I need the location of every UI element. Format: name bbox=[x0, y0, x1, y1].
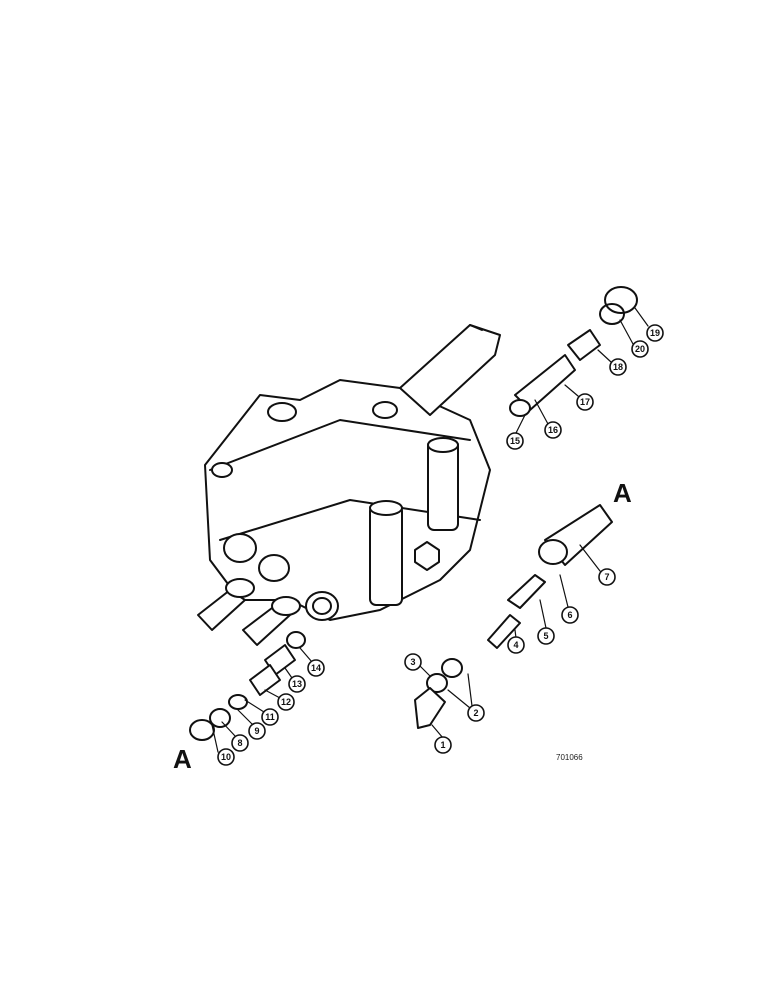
callout-circle bbox=[544, 421, 562, 439]
callout-4: 4 bbox=[507, 636, 525, 654]
callout-label: 4 bbox=[513, 640, 518, 650]
left-relief-parts bbox=[189, 631, 306, 741]
callout-label: 16 bbox=[548, 425, 558, 435]
callout-16: 16 bbox=[544, 421, 562, 439]
callout-circle bbox=[576, 393, 594, 411]
callout-label: 17 bbox=[580, 397, 590, 407]
callout-circle bbox=[288, 675, 306, 693]
drawing-code: 701066 bbox=[556, 753, 583, 762]
callout-10: 10 bbox=[217, 748, 235, 766]
callout-label: 7 bbox=[604, 572, 609, 582]
callout-11: 11 bbox=[261, 708, 279, 726]
callout-label: 14 bbox=[311, 663, 321, 673]
callout-14: 14 bbox=[307, 659, 325, 677]
callout-circle bbox=[467, 704, 485, 722]
callout-15: 15 bbox=[506, 432, 524, 450]
callout-8: 8 bbox=[231, 734, 249, 752]
callout-12: 12 bbox=[277, 693, 295, 711]
callout-circle bbox=[646, 324, 664, 342]
callout-3: 3 bbox=[404, 653, 422, 671]
callout-label: 11 bbox=[265, 712, 275, 722]
callout-label: 8 bbox=[237, 738, 242, 748]
callout-label: 15 bbox=[510, 436, 520, 446]
callout-circle bbox=[598, 568, 616, 586]
callout-label: 10 bbox=[221, 752, 231, 762]
callout-label: 3 bbox=[410, 657, 415, 667]
callout-5: 5 bbox=[537, 627, 555, 645]
callout-19: 19 bbox=[646, 324, 664, 342]
callout-20: 20 bbox=[631, 340, 649, 358]
callout-label: 18 bbox=[613, 362, 623, 372]
section-marker-a-right: A bbox=[613, 478, 632, 508]
callout-label: 20 bbox=[635, 344, 645, 354]
callout-circle bbox=[631, 340, 649, 358]
section-marker-a-left: A bbox=[173, 744, 192, 774]
callout-circle bbox=[404, 653, 422, 671]
callout-circle bbox=[609, 358, 627, 376]
callout-13: 13 bbox=[288, 675, 306, 693]
callout-label: 2 bbox=[473, 708, 478, 718]
callout-17: 17 bbox=[576, 393, 594, 411]
callout-label: 12 bbox=[281, 697, 291, 707]
top-right-parts bbox=[509, 286, 638, 417]
callout-label: 19 bbox=[650, 328, 660, 338]
callout-circle bbox=[217, 748, 235, 766]
callout-18: 18 bbox=[609, 358, 627, 376]
valve-body bbox=[197, 324, 501, 646]
callout-circle bbox=[434, 736, 452, 754]
callout-circle bbox=[507, 636, 525, 654]
leader-lines bbox=[211, 307, 649, 753]
callout-7: 7 bbox=[598, 568, 616, 586]
callout-9: 9 bbox=[248, 722, 266, 740]
callout-label: 5 bbox=[543, 631, 548, 641]
callout-label: 13 bbox=[292, 679, 302, 689]
callout-circle bbox=[277, 693, 295, 711]
callout-label: 9 bbox=[254, 726, 259, 736]
callout-circle bbox=[248, 722, 266, 740]
callout-circle bbox=[231, 734, 249, 752]
callout-2: 2 bbox=[467, 704, 485, 722]
callout-circle bbox=[261, 708, 279, 726]
callout-circle bbox=[506, 432, 524, 450]
callout-label: 1 bbox=[440, 740, 445, 750]
callout-6: 6 bbox=[561, 606, 579, 624]
callout-circle bbox=[307, 659, 325, 677]
callout-circle bbox=[561, 606, 579, 624]
right-relief-parts bbox=[414, 504, 613, 729]
callout-circle bbox=[537, 627, 555, 645]
callout-label: 6 bbox=[567, 610, 572, 620]
callout-1: 1 bbox=[434, 736, 452, 754]
